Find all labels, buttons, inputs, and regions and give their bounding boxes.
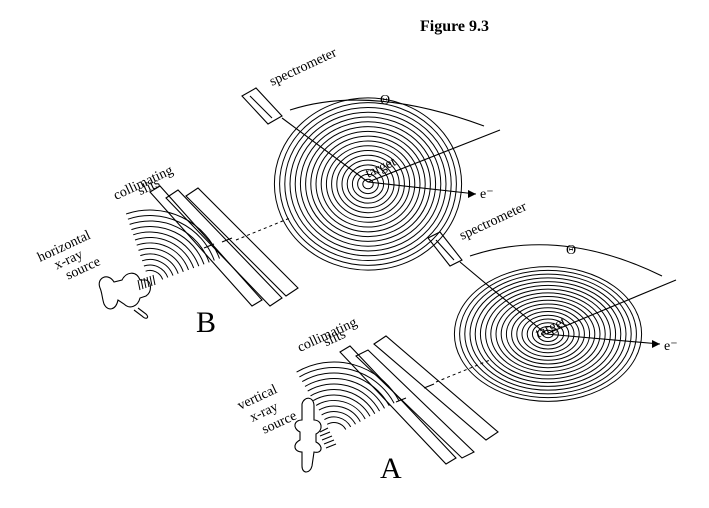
target-ring (310, 130, 426, 238)
target-ring (299, 121, 437, 247)
target-ring (537, 326, 559, 342)
target-ring (500, 299, 596, 369)
wavefront-arc (140, 253, 179, 274)
spectrometer-b (241, 87, 283, 125)
panel-a: target spectrometer Θ e⁻ collimating sli… (235, 199, 677, 485)
target-ring (294, 116, 442, 252)
target-ring (331, 150, 405, 218)
target-ring (531, 322, 565, 346)
target-ring (315, 135, 421, 233)
spectrometer-label-b: spectrometer (267, 45, 339, 89)
wavefront-arc (304, 378, 385, 409)
slits-label-b: collimating slits (111, 163, 175, 204)
collimating-slits-b (149, 185, 299, 307)
wavefront-arc (321, 411, 356, 425)
target-ring (459, 269, 637, 399)
target-ring (362, 178, 374, 190)
angle-label-b: Θ (380, 93, 390, 108)
target-ring (279, 102, 457, 266)
target-ring (357, 173, 379, 195)
wavefront-arc (315, 400, 366, 420)
figure-title: Figure 9.3 (420, 18, 489, 35)
wavefront-arc (133, 231, 200, 267)
xray-emission-marks-b (137, 274, 156, 291)
wavefront-arc (310, 389, 376, 414)
wavefront-arc (136, 242, 189, 271)
target-rings-a (453, 266, 643, 402)
target-ring (336, 154, 400, 214)
wavefront-arc (143, 264, 169, 278)
wavefront-arc (134, 237, 195, 269)
angle-arc-a (469, 244, 663, 277)
panel-letter-b: B (196, 306, 216, 339)
target-ring (341, 159, 395, 209)
target-ring (289, 111, 447, 257)
wavefront-arc (127, 215, 215, 261)
source-label-a: vertical x-ray source (235, 382, 299, 437)
wavefront-arcs-b (125, 209, 220, 280)
target-ring (542, 329, 554, 339)
collimating-slits-a (339, 335, 499, 465)
target-ring (479, 284, 617, 384)
electron-label-b: e⁻ (480, 187, 494, 202)
target-ring (511, 307, 585, 361)
horizontal-xray-source (98, 272, 152, 310)
target-ring (320, 140, 416, 228)
target-ring (495, 296, 601, 372)
wavefront-arc (313, 394, 371, 417)
wavefront-arc (145, 270, 164, 280)
xray-emission-marks-a (319, 427, 337, 449)
wavefront-arc (307, 383, 381, 412)
vertical-xray-source (294, 397, 322, 473)
angle-label-a: Θ (566, 243, 576, 258)
target-ring (516, 311, 580, 357)
target-ring (305, 126, 431, 242)
target-ring (469, 277, 627, 391)
target-ring (273, 97, 463, 271)
wavefront-arcs-a (296, 361, 400, 430)
wavefront-arc (141, 259, 174, 276)
wavefront-arc (318, 405, 361, 422)
wavefront-arc (326, 422, 347, 430)
wavefront-arc (131, 226, 205, 265)
target-ring (284, 106, 452, 262)
wavefront-arc (299, 367, 395, 404)
target-ring (490, 292, 606, 376)
target-rings-b (273, 97, 463, 271)
target-ring (485, 288, 611, 380)
target-ring (325, 145, 411, 223)
angle-arc-b (289, 99, 485, 127)
beam-dashes-b (235, 217, 291, 241)
target-ring (505, 303, 591, 365)
source-label-b: horizontal x-ray source (35, 228, 103, 283)
electron-label-a: e⁻ (664, 339, 678, 354)
wavefront-arc (324, 416, 352, 428)
target-ring (474, 281, 622, 387)
slits-label-a: collimating slits (295, 315, 359, 356)
spectrometer-a (427, 231, 463, 267)
panel-b: target spectrometer Θ e⁻ collimating sli… (35, 45, 501, 339)
wavefront-arc (301, 372, 390, 407)
target-ring (464, 273, 632, 395)
panel-letter-a: A (380, 452, 402, 485)
spectrometer-label-a: spectrometer (457, 199, 529, 243)
target-ring (526, 318, 570, 350)
wavefront-arc (138, 248, 184, 272)
target-ring (453, 266, 643, 402)
target-ring (521, 314, 575, 354)
